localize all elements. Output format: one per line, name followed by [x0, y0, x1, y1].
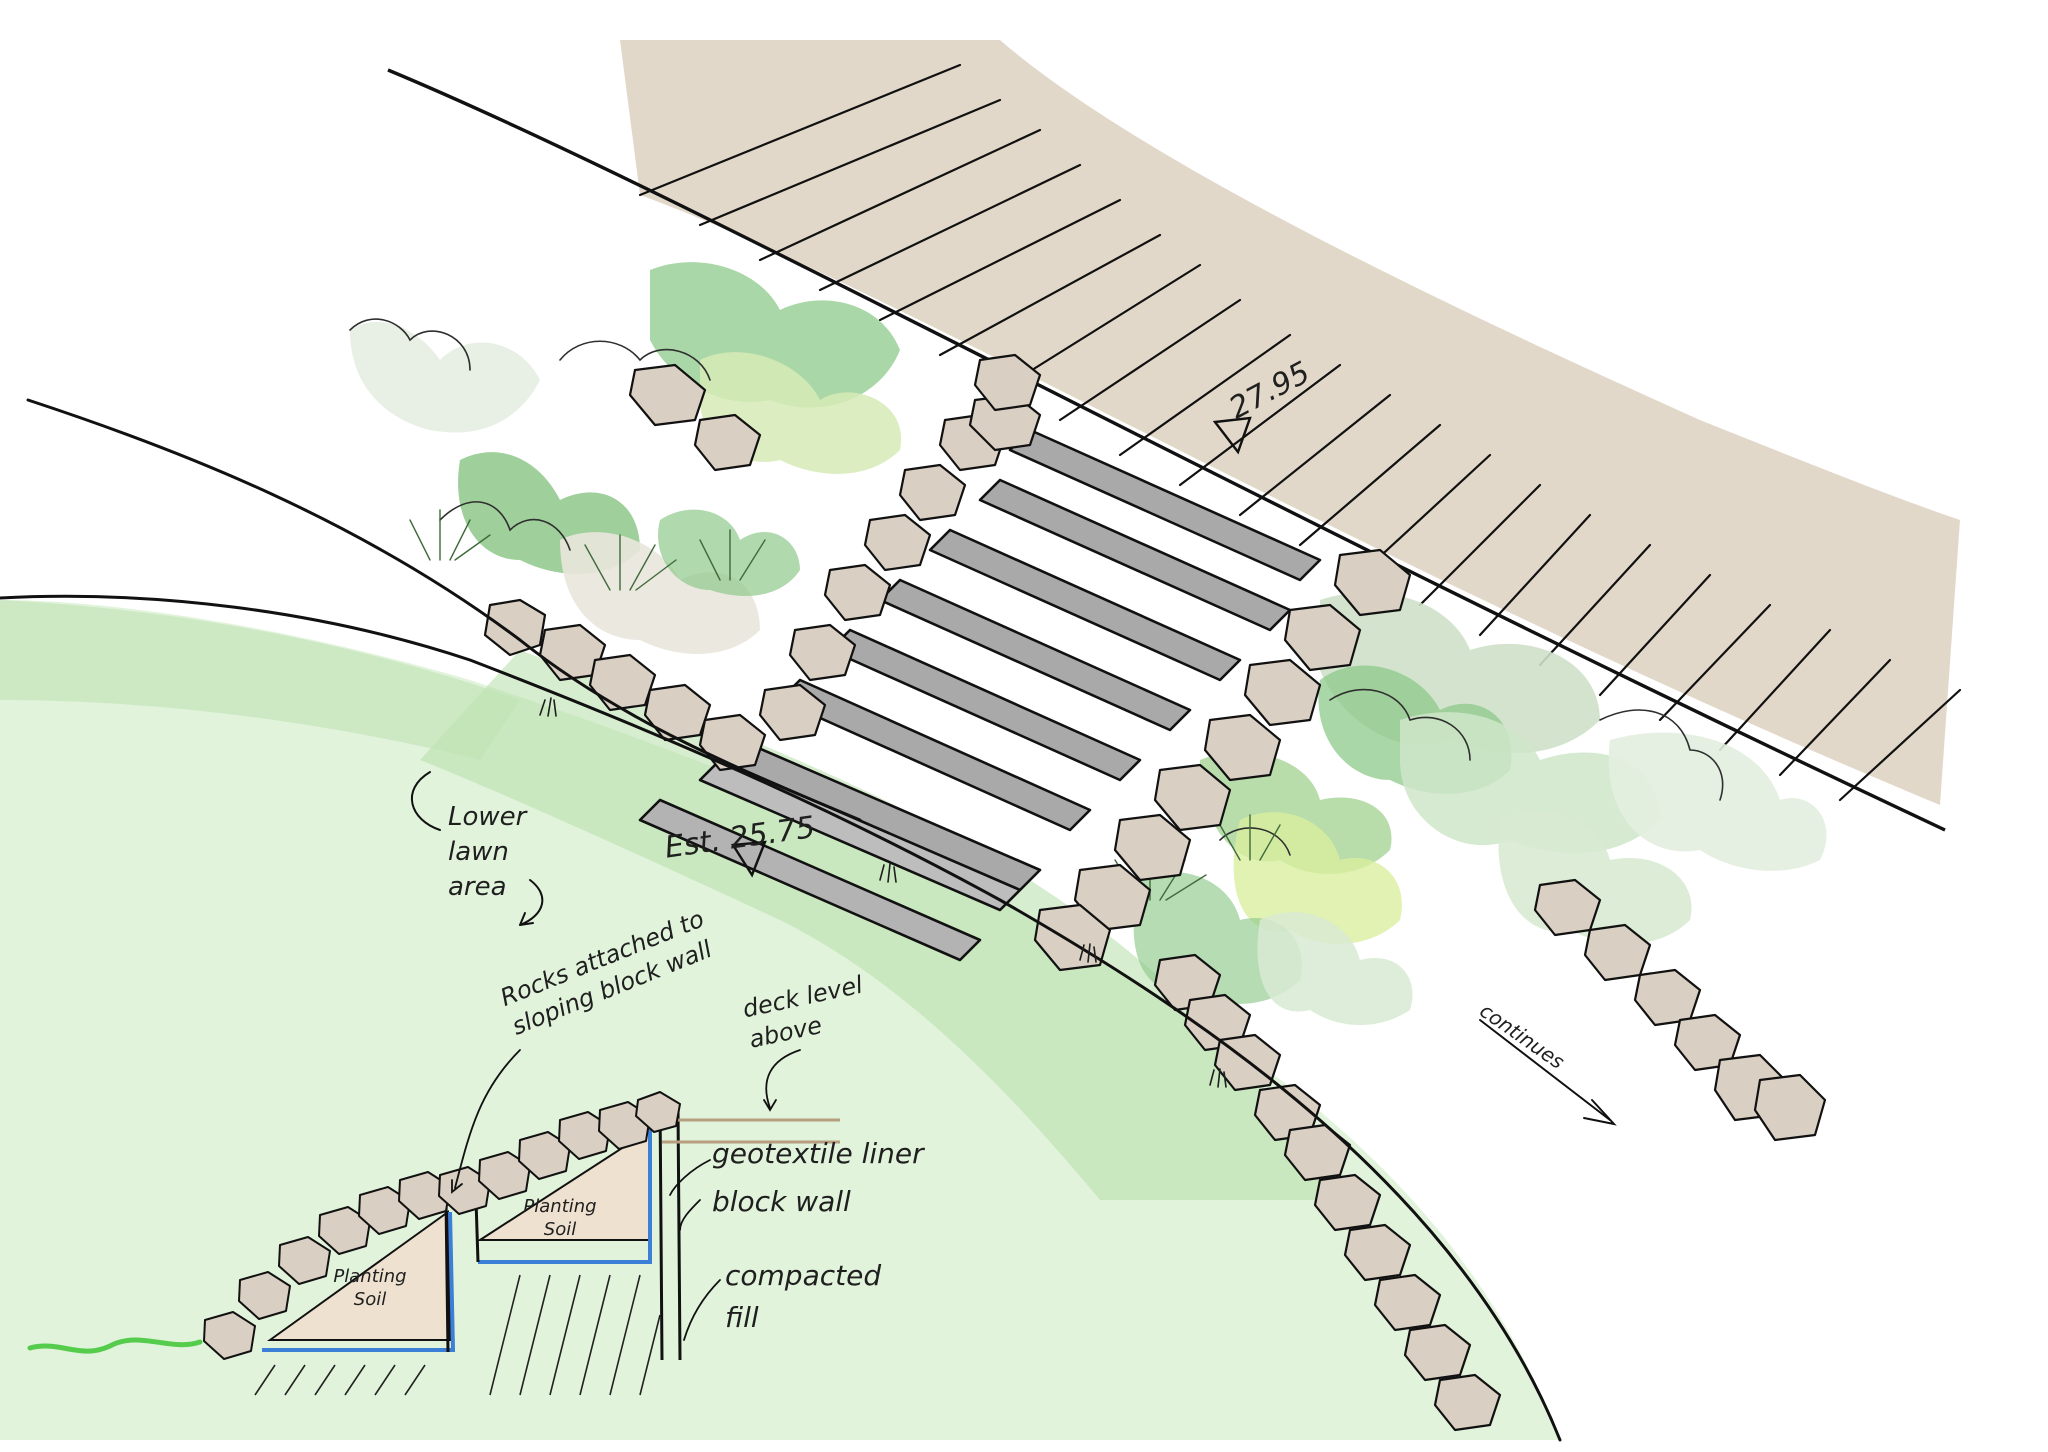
- lower-lawn-label: Lower lawn area: [448, 802, 527, 903]
- slope-lines: [0, 398, 1562, 1442]
- block-wall-label: block wall: [712, 1185, 851, 1218]
- planting-soil-upper: Planting Soil: [523, 1196, 597, 1241]
- compacted-fill-label: compacted fill: [725, 1259, 882, 1334]
- geotextile-label: geotextile liner: [712, 1137, 924, 1170]
- continues-arrow: [1479, 1019, 1617, 1126]
- elevation-markers: [730, 416, 1252, 878]
- deck: [387, 40, 1962, 832]
- grass-tufts: [539, 697, 1227, 1088]
- wall-section-detail: [27, 1049, 840, 1396]
- planting-soil-lower: Planting Soil: [333, 1266, 407, 1311]
- lower-lawn-arrow: [410, 771, 544, 926]
